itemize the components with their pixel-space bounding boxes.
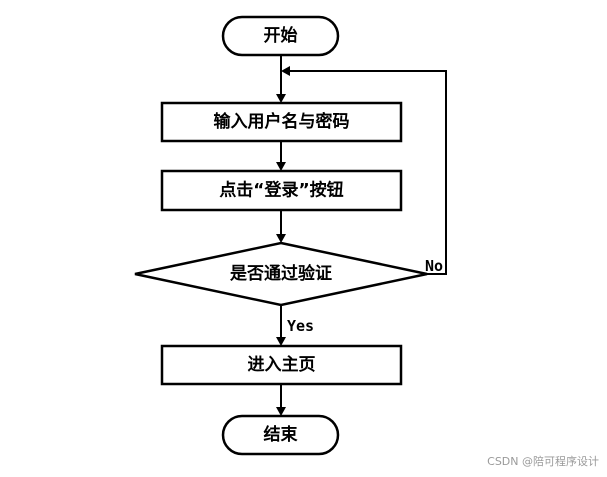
click-login-box [160,169,403,212]
start-terminal-shape [221,15,340,57]
end-terminal-shape [221,414,340,456]
edge-decision-no-loop [290,70,447,275]
arrowhead-decision-to-homepage [276,337,286,346]
click-login-label: 点击“登录”按钮 [219,180,343,201]
end-terminal: 结束 [221,414,340,456]
input-credentials-box [160,101,403,143]
enter-homepage-process: 进入主页 [160,344,403,386]
input-credentials-process: 输入用户名与密码 [160,101,403,143]
verify-decision-diamond [134,241,428,307]
watermark-text: CSDN @陪可程序设计 [487,455,599,468]
start-terminal-label: 开始 [264,25,298,46]
arrowhead-no-loop [281,66,290,76]
enter-homepage-label: 进入主页 [248,354,316,375]
edge-label-yes: Yes [287,317,314,335]
enter-homepage-box [160,344,403,386]
end-terminal-label: 结束 [264,424,298,445]
verify-decision: 是否通过验证 [134,241,428,307]
input-credentials-label: 输入用户名与密码 [214,111,350,132]
click-login-process: 点击“登录”按钮 [160,169,403,212]
edge-label-no: No [425,257,443,275]
arrowhead-start-to-input [276,94,286,103]
arrowhead-click-login-to-decision [276,234,286,243]
verify-decision-label: 是否通过验证 [230,263,332,284]
arrowhead-input-to-click-login [276,162,286,171]
arrowhead-homepage-to-end [276,407,286,416]
start-terminal: 开始 [221,15,340,57]
